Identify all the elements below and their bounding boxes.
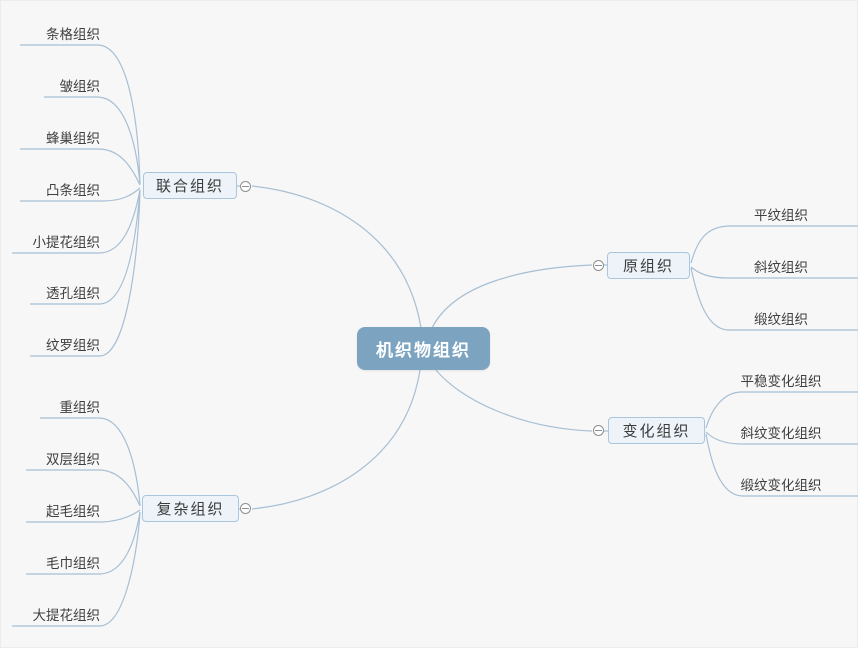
leaf-node[interactable]: 蜂巢组织	[46, 131, 100, 146]
edge-root-variation	[435, 369, 593, 432]
edge-complex-leaf-2	[26, 509, 141, 523]
edge-root-original	[431, 264, 593, 329]
edge-complex-leaf-4	[12, 511, 141, 627]
leaf-node[interactable]: 纹罗组织	[46, 338, 100, 353]
collapse-button-complex[interactable]	[240, 503, 251, 514]
minus-icon	[595, 430, 602, 431]
edge-union-leaf-5	[30, 189, 141, 305]
leaf-node[interactable]: 重组织	[59, 400, 101, 415]
edge-union-leaf-1	[44, 96, 141, 185]
edge-variation-leaf-2	[705, 433, 858, 497]
leaf-node[interactable]: 缎纹组织	[754, 312, 808, 327]
edge-original-leaf-0	[690, 225, 858, 264]
edge-union-leaf-3	[20, 187, 141, 202]
minus-icon	[242, 508, 249, 509]
edge-root-complex	[251, 369, 421, 510]
leaf-node[interactable]: 小提花组织	[32, 235, 101, 250]
edge-union-leaf-2	[20, 148, 141, 186]
collapse-button-original[interactable]	[593, 260, 604, 271]
leaf-node[interactable]: 毛巾组织	[46, 556, 100, 571]
branch-node-variation[interactable]: 变化组织	[608, 417, 705, 444]
leaf-node[interactable]: 透孔组织	[46, 286, 100, 301]
branch-node-complex[interactable]: 复杂组织	[142, 495, 239, 522]
leaf-node[interactable]: 凸条组织	[46, 183, 100, 198]
edge-root-union	[251, 185, 422, 329]
edge-complex-leaf-1	[26, 469, 141, 507]
edge-original-leaf-2	[690, 267, 858, 331]
edge-variation-leaf-0	[705, 391, 858, 429]
leaf-node[interactable]: 双层组织	[46, 452, 100, 467]
edge-variation-leaf-1	[705, 431, 858, 445]
leaf-node[interactable]: 缎纹变化组织	[740, 478, 822, 493]
leaf-node[interactable]: 平纹组织	[754, 208, 808, 223]
edge-original-leaf-1	[690, 266, 858, 279]
branch-node-original[interactable]: 原组织	[607, 252, 690, 279]
leaf-node[interactable]: 平稳变化组织	[740, 374, 822, 389]
root-node[interactable]: 机织物组织	[357, 327, 490, 370]
leaf-node[interactable]: 大提花组织	[32, 608, 101, 623]
minus-icon	[595, 265, 602, 266]
leaf-node[interactable]: 斜纹变化组织	[740, 426, 822, 441]
leaf-node[interactable]: 起毛组织	[46, 504, 100, 519]
branch-node-union[interactable]: 联合组织	[143, 172, 237, 199]
collapse-button-union[interactable]	[240, 181, 251, 192]
leaf-node[interactable]: 条格组织	[46, 27, 100, 42]
minus-icon	[242, 186, 249, 187]
edge-complex-leaf-3	[26, 511, 141, 575]
edge-union-leaf-0	[20, 44, 141, 185]
collapse-button-variation[interactable]	[593, 425, 604, 436]
edge-complex-leaf-0	[40, 417, 141, 506]
leaf-node[interactable]: 斜纹组织	[754, 260, 808, 275]
edge-union-leaf-4	[12, 189, 141, 254]
leaf-node[interactable]: 皱组织	[59, 79, 101, 94]
edge-union-leaf-6	[30, 189, 141, 357]
